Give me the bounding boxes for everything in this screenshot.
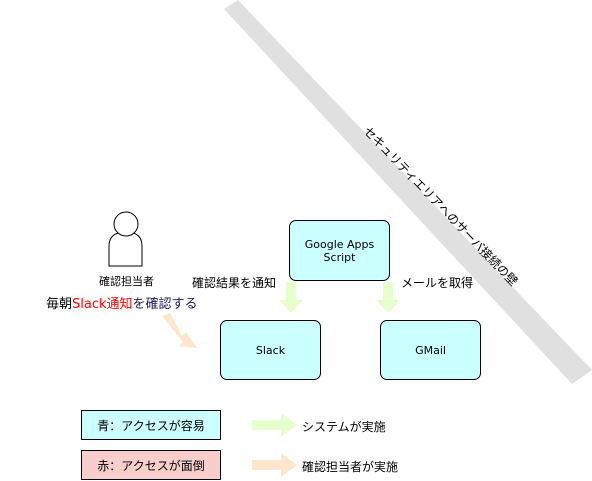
- edge-label-notify: 確認結果を通知: [192, 276, 277, 290]
- legend-green-arrow: [252, 413, 297, 437]
- security-wall: [224, 0, 592, 384]
- person-icon: [108, 211, 143, 267]
- person-label: 確認担当者: [99, 275, 154, 288]
- node-gmail[interactable]: GMail: [380, 320, 481, 380]
- caption-suffix: を確認する: [132, 297, 198, 312]
- node-google-apps-script[interactable]: Google Apps Script: [289, 220, 390, 281]
- arrow-gas-to-gmail: [376, 282, 400, 313]
- legend-system-label: システムが実施: [302, 420, 386, 434]
- arrow-person-to-slack: [162, 313, 197, 348]
- legend-blue-box: 青：アクセスが容易: [81, 410, 221, 440]
- caption-prefix: 毎朝: [46, 297, 73, 312]
- caption-highlight: Slack通知: [72, 297, 133, 312]
- node-slack[interactable]: Slack: [220, 320, 321, 380]
- legend-red-box: 赤：アクセスが面倒: [81, 450, 221, 480]
- arrow-gas-to-slack: [279, 282, 303, 313]
- morning-caption: 毎朝Slack通知を確認する: [46, 293, 198, 312]
- legend-orange-arrow: [252, 453, 297, 477]
- edge-label-fetch-mail: メールを取得: [401, 276, 474, 290]
- legend-person-label: 確認担当者が実施: [302, 460, 399, 474]
